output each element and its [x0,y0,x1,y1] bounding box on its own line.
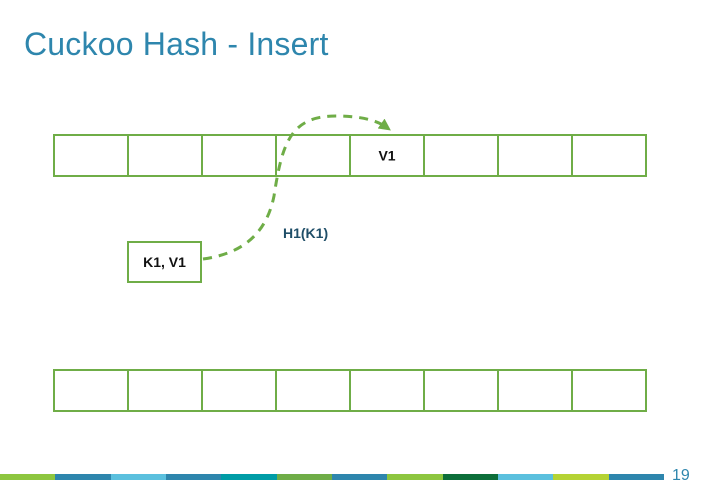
bottom-table-cell [275,369,351,412]
hash-function-label: H1(K1) [283,225,328,241]
bottom-table-cell [349,369,425,412]
top-table-cell [201,134,277,177]
footer-color-bar [0,474,664,480]
insert-item-label: K1, V1 [143,254,186,270]
slide-title: Cuckoo Hash - Insert [24,26,329,62]
bottom-table-cell [53,369,129,412]
top-table-cell [53,134,129,177]
footer-bar-segment [497,474,554,480]
footer-bar-segment [0,474,56,480]
hash-arrow [202,114,391,261]
insert-item-box [127,241,202,283]
top-table-cell-value: V1 [378,148,395,164]
footer-bar-segment [110,474,166,480]
footer-bar-segment [442,474,498,480]
bottom-table-cell [423,369,499,412]
footer-bar-segment [553,474,609,480]
top-table-cell [349,134,425,177]
footer-bar-segment [165,474,222,480]
footer-bar-segment [387,474,443,480]
top-table-cell [423,134,499,177]
bottom-hash-table [53,369,647,412]
footer-bar-segment [276,474,332,480]
footer-bar-segment [608,474,664,480]
insert-item: K1, V1 [127,241,202,283]
bottom-table-cell [497,369,573,412]
footer-bar-segment [55,474,111,480]
footer-bar-segment [221,474,277,480]
top-table-cell [571,134,647,177]
top-table-cell [497,134,573,177]
top-hash-table: V1 [53,134,647,177]
page-number: 19 [672,467,690,480]
bottom-table-cell [201,369,277,412]
top-table-cell [127,134,203,177]
bottom-table-cell [571,369,647,412]
bottom-table-cell [127,369,203,412]
footer-bar-segment [331,474,388,480]
top-table-cell [275,134,351,177]
